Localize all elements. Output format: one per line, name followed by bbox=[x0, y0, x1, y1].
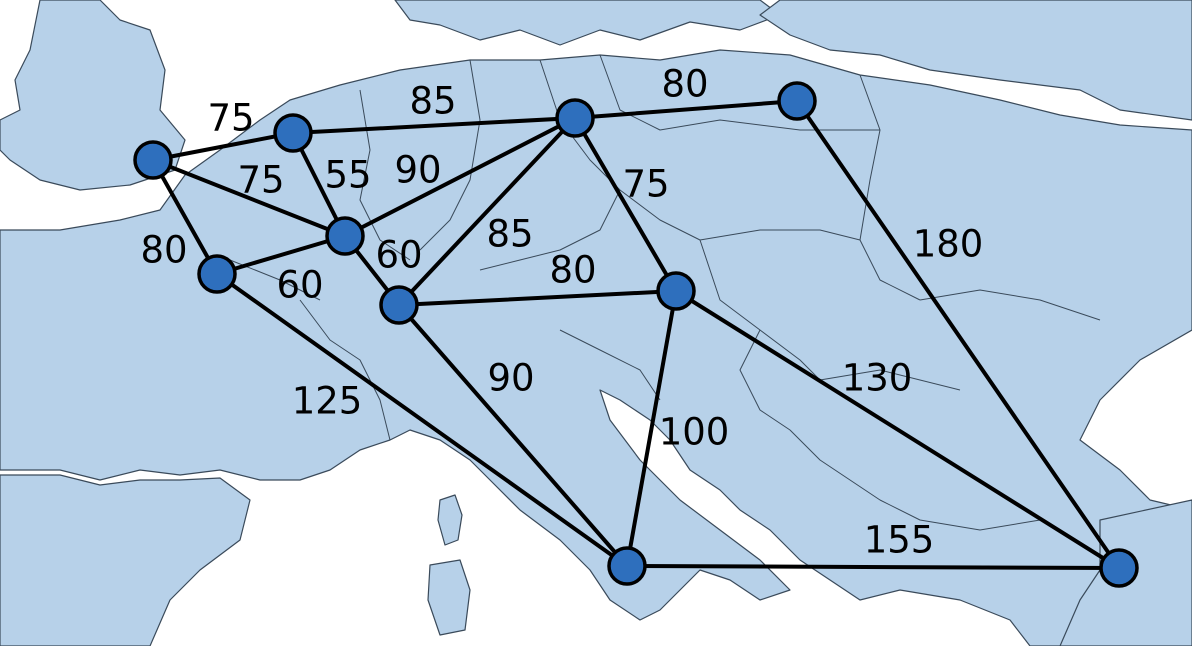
route-edge-n2-n5 bbox=[291, 116, 577, 135]
city-node-1[interactable] bbox=[133, 140, 173, 180]
edge-weight-label: 75 bbox=[622, 163, 669, 206]
city-node-8[interactable] bbox=[656, 271, 696, 311]
edge-weight-label: 130 bbox=[842, 357, 913, 400]
city-node-3[interactable] bbox=[325, 216, 365, 256]
route-edge-n7-n5 bbox=[397, 116, 577, 307]
route-edge-n9-n10 bbox=[625, 564, 1121, 570]
edge-weight-label: 100 bbox=[659, 411, 730, 454]
edge-weight-label: 60 bbox=[276, 264, 323, 307]
city-node-4[interactable] bbox=[197, 254, 237, 294]
route-edge-n5-n8 bbox=[573, 116, 678, 293]
edge-weight-label: 90 bbox=[394, 149, 441, 192]
city-node-10[interactable] bbox=[1099, 548, 1139, 588]
route-edge-n3-n5 bbox=[343, 116, 577, 238]
edge-weight-label: 90 bbox=[487, 357, 534, 400]
route-edge-n8-n10 bbox=[674, 289, 1121, 570]
route-edge-n7-n9 bbox=[397, 303, 629, 568]
edge-weight-label: 85 bbox=[486, 213, 533, 256]
britain-land bbox=[0, 0, 186, 191]
scandinavia-land bbox=[394, 0, 781, 46]
route-edge-n8-n9 bbox=[625, 289, 678, 568]
edge-weight-label: 55 bbox=[324, 154, 371, 197]
edge-weight-label: 155 bbox=[864, 519, 935, 562]
edge-weight-label: 80 bbox=[140, 229, 187, 272]
edge-weight-label: 125 bbox=[292, 380, 363, 423]
route-edge-n4-n9 bbox=[215, 272, 629, 568]
edge-weight-labels: 75 85 80 75 55 90 80 60 60 85 75 80 180 125 90 100 130 15… bbox=[140, 63, 983, 562]
route-edge-n5-n6 bbox=[573, 99, 799, 120]
city-node-5[interactable] bbox=[555, 98, 595, 138]
edge-weight-label: 75 bbox=[207, 97, 254, 140]
city-node-6[interactable] bbox=[777, 81, 817, 121]
city-nodes bbox=[133, 81, 1139, 588]
city-node-9[interactable] bbox=[607, 546, 647, 586]
corsica-land bbox=[437, 494, 463, 546]
edge-weight-label: 75 bbox=[237, 159, 284, 202]
sardinia-land bbox=[427, 559, 471, 636]
edge-weight-label: 80 bbox=[549, 249, 596, 292]
route-edge-n7-n8 bbox=[397, 289, 678, 307]
edge-weight-label: 85 bbox=[409, 80, 456, 123]
city-node-7[interactable] bbox=[379, 285, 419, 325]
edge-weight-label: 60 bbox=[375, 234, 422, 277]
route-edge-n1-n2 bbox=[151, 131, 295, 162]
north-east-land bbox=[759, 0, 1192, 121]
route-edge-n4-n3 bbox=[215, 234, 347, 276]
route-edge-n1-n4 bbox=[151, 158, 219, 276]
edge-weight-label: 180 bbox=[913, 223, 984, 266]
edge-weight-label: 80 bbox=[661, 63, 708, 106]
country-borders bbox=[229, 54, 1101, 531]
route-edge-n1-n3 bbox=[151, 158, 347, 238]
route-edge-n6-n10 bbox=[795, 99, 1121, 570]
iberia-land bbox=[0, 474, 251, 646]
city-node-2[interactable] bbox=[273, 113, 313, 153]
route-edges bbox=[151, 99, 1121, 570]
